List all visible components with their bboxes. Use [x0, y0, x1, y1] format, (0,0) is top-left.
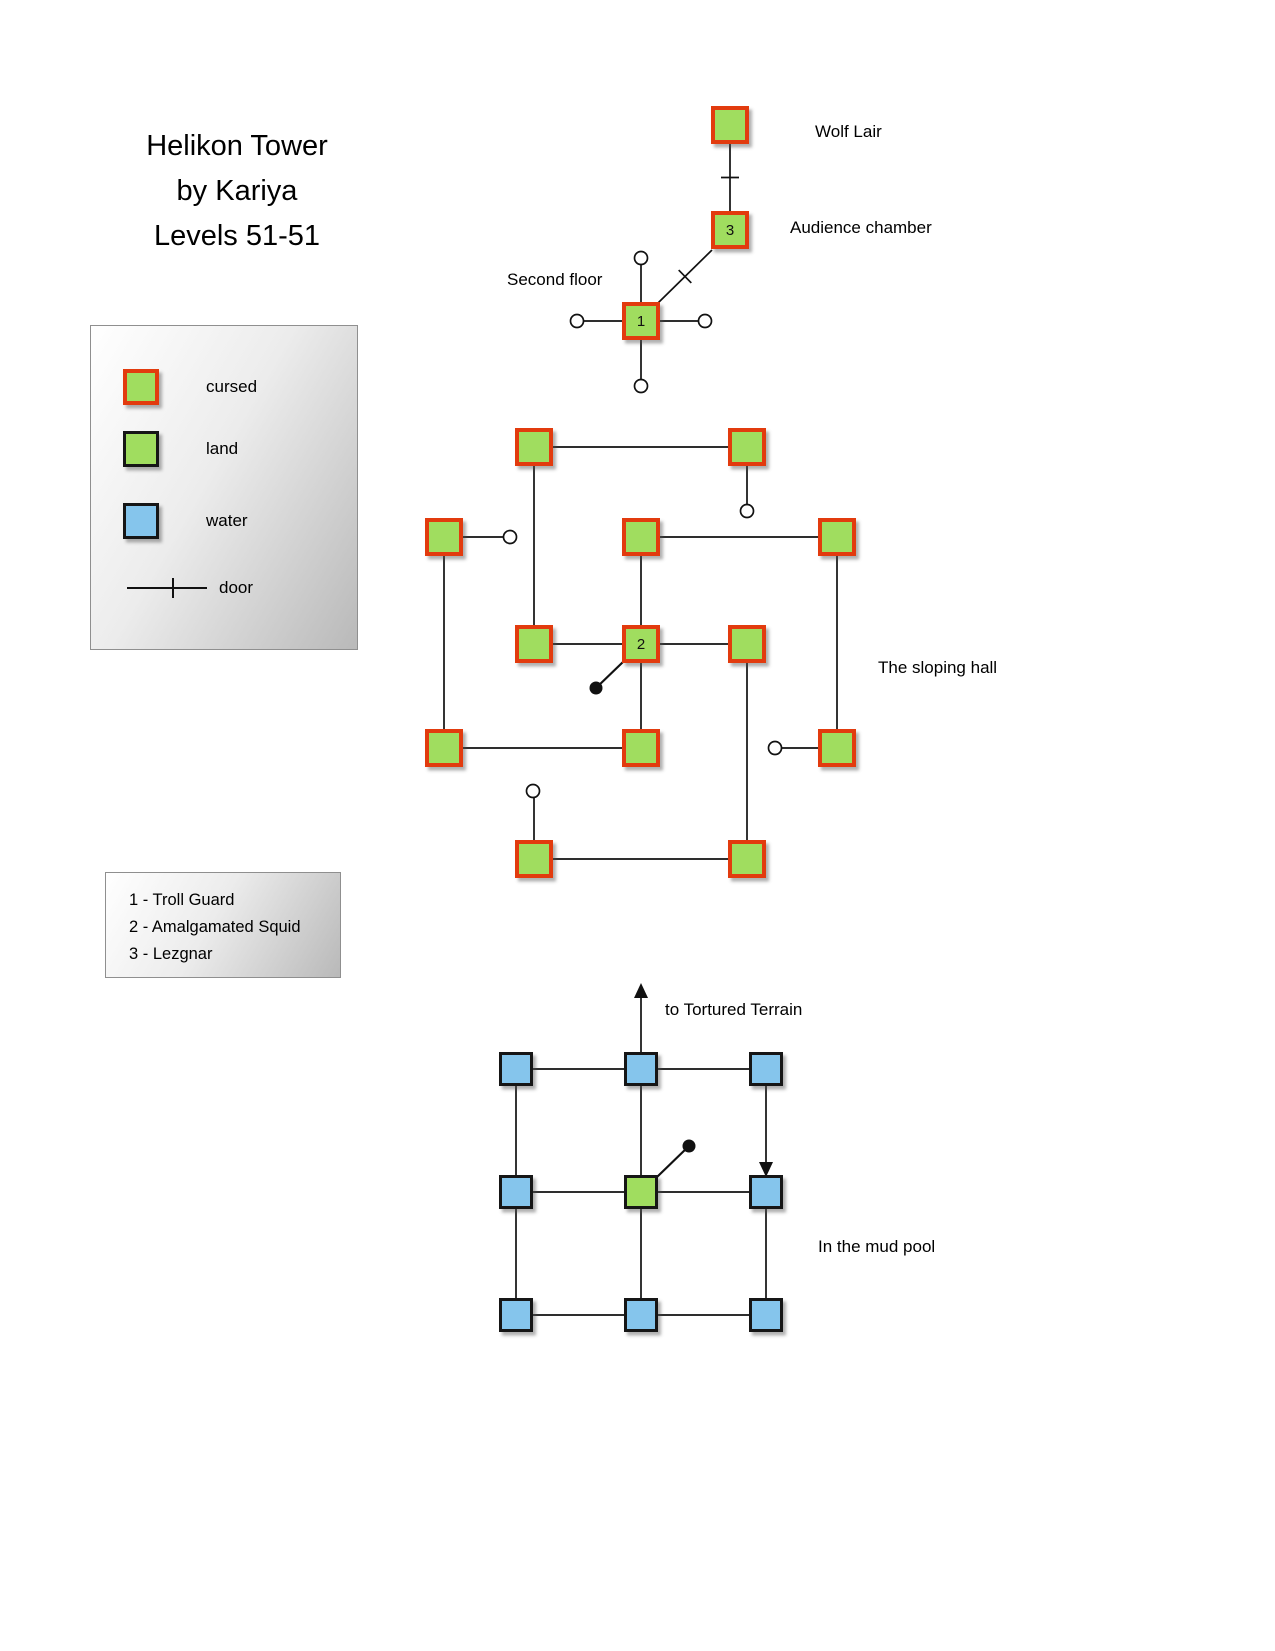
note-line-2: 2 - Amalgamated Squid: [129, 918, 301, 936]
room-hall-ne: [728, 428, 766, 466]
legend-label-land: land: [206, 439, 239, 458]
unexplored-exit-circle: [697, 313, 713, 329]
map-label-the-sloping-hall: The sloping hall: [878, 658, 998, 677]
note-line-1: 1 - Troll Guard: [129, 891, 235, 909]
map-label-second-floor: Second floor: [507, 270, 603, 289]
room-second-floor-entry: 1: [622, 302, 660, 340]
door-glyph-icon: [127, 578, 207, 598]
door-tick: [678, 269, 692, 284]
room-pool-se: [749, 1298, 783, 1332]
water-swatch: [123, 503, 159, 539]
legend-label-door: door: [219, 578, 254, 597]
title-line-3: Levels 51-51: [153, 220, 321, 252]
unexplored-exit-circle: [525, 783, 541, 799]
room-pool-ne: [749, 1052, 783, 1086]
room-hall-e: [728, 625, 766, 663]
unexplored-exit-circle: [569, 313, 585, 329]
unexplored-exit-circle: [767, 740, 783, 756]
room-hall-se: [818, 729, 856, 767]
map-label-audience-chamber: Audience chamber: [790, 218, 932, 237]
notes-box: 1 - Troll Guard 2 - Amalgamated Squid 3 …: [105, 872, 341, 978]
room-pool-nw: [499, 1052, 533, 1086]
cursed-swatch: [123, 369, 159, 405]
room-hall-bottom-e: [728, 840, 766, 878]
legend-label-cursed: cursed: [206, 377, 258, 396]
room-audience-chamber: 3: [711, 211, 749, 249]
marker-line: [656, 1145, 690, 1178]
room-wolf-lair: [711, 106, 749, 144]
note-line-3: 3 - Lezgnar: [129, 945, 213, 963]
legend: cursed land water door: [90, 325, 358, 650]
room-hall-sw: [425, 729, 463, 767]
unexplored-exit-circle: [502, 529, 518, 545]
room-number: 1: [636, 312, 646, 330]
map-label-wolf-lair: Wolf Lair: [815, 122, 882, 141]
map-label-in-the-mud-pool: In the mud pool: [818, 1237, 936, 1256]
room-hall-w: [515, 625, 553, 663]
legend-item-door: door: [126, 576, 253, 600]
room-sloping-hall-squid: 2: [622, 625, 660, 663]
room-number: 3: [725, 221, 735, 239]
legend-label-water: water: [206, 511, 248, 530]
room-hall-far-e: [818, 518, 856, 556]
room-hall-bottom-w: [515, 840, 553, 878]
room-hall-nw: [515, 428, 553, 466]
room-pool-n: [624, 1052, 658, 1086]
unexplored-exit-circle: [633, 378, 649, 394]
map-title: Helikon Tower by Kariya Levels 51-51: [77, 124, 397, 259]
room-pool-w: [499, 1175, 533, 1209]
room-hall-far-w: [425, 518, 463, 556]
position-marker-dot: [589, 681, 603, 695]
position-marker-dot: [682, 1139, 696, 1153]
legend-item-land: land: [123, 431, 238, 467]
map-label-to-tortured-terrain: to Tortured Terrain: [665, 1000, 803, 1019]
unexplored-exit-circle: [633, 250, 649, 266]
arrow-head: [634, 983, 648, 998]
land-swatch: [123, 431, 159, 467]
room-hall-mid-n: [622, 518, 660, 556]
room-hall-mid-s: [622, 729, 660, 767]
room-pool-sw: [499, 1298, 533, 1332]
room-mud-pool-center: [624, 1175, 658, 1209]
title-line-1: Helikon Tower: [146, 130, 328, 162]
legend-item-cursed: cursed: [123, 369, 257, 405]
room-number: 2: [636, 635, 646, 653]
title-line-2: by Kariya: [176, 175, 298, 207]
legend-item-water: water: [123, 503, 248, 539]
arrow-head: [759, 1162, 773, 1177]
unexplored-exit-circle: [739, 503, 755, 519]
room-pool-e: [749, 1175, 783, 1209]
room-pool-s: [624, 1298, 658, 1332]
